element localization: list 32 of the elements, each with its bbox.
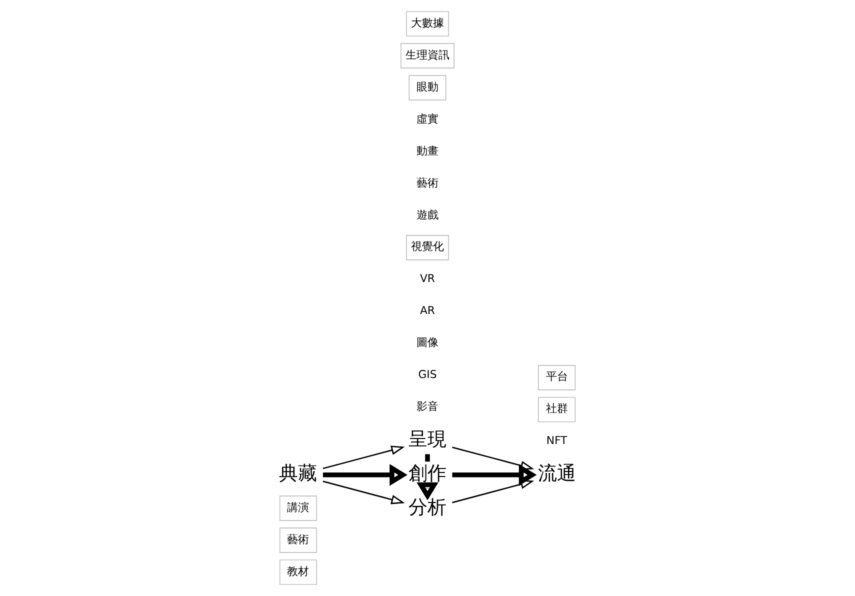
- node-box: 平台: [538, 365, 576, 390]
- node-box: 視覺化: [406, 235, 449, 260]
- arrow: [452, 446, 534, 470]
- label: GIS: [418, 368, 437, 382]
- label: AR: [420, 304, 435, 318]
- node-text: 分析: [408, 498, 446, 519]
- node-box: 教材: [280, 560, 317, 585]
- node-box: 生理資訊: [400, 43, 454, 68]
- node-text: 典藏: [279, 464, 318, 485]
- arrow: [452, 464, 537, 486]
- node-text: 呈現: [408, 430, 446, 451]
- arrow: [322, 480, 405, 504]
- node-text: 流通: [538, 464, 576, 485]
- label: 藝術: [416, 176, 438, 190]
- arrow: [322, 464, 408, 486]
- label: 圖像: [416, 336, 438, 350]
- node-box: 眼動: [408, 75, 446, 100]
- node-text: 創作: [408, 464, 446, 485]
- label: VR: [420, 272, 435, 286]
- node-box: 大數據: [406, 11, 449, 36]
- label: 動畫: [416, 144, 438, 158]
- label: 虛實: [416, 112, 438, 126]
- arrow: [416, 482, 438, 500]
- arrow: [452, 480, 534, 504]
- node-box: 講演: [280, 496, 317, 521]
- label: 影音: [416, 400, 438, 414]
- arrow: [322, 446, 405, 470]
- node-box: 藝術: [280, 528, 317, 553]
- label: NFT: [546, 434, 568, 448]
- node-box: 社群: [538, 397, 576, 422]
- label: 遊戲: [416, 208, 438, 222]
- connector: [425, 454, 430, 462]
